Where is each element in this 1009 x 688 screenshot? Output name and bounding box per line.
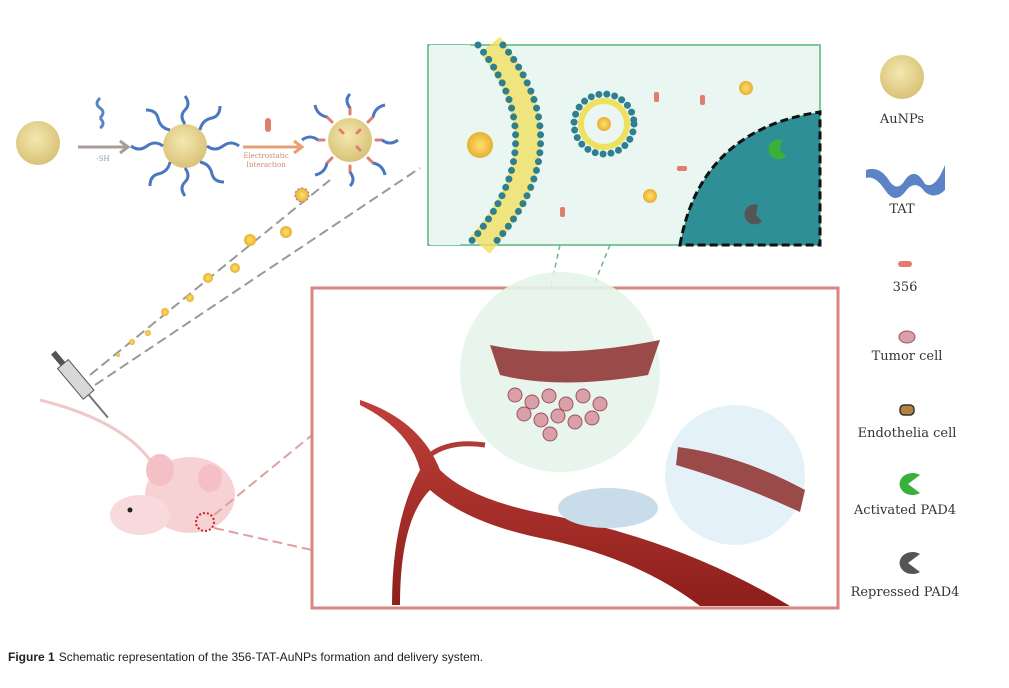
synthesis-scheme: -SH Electrostatic Interaction <box>16 92 399 197</box>
red-rod-icon <box>898 261 912 267</box>
gold-sphere-icon <box>880 55 924 99</box>
blood-vessel <box>360 400 790 606</box>
tumor-cell-icon <box>898 330 916 344</box>
legend: AuNPs TAT 356 Tumor cell Endothelia cell… <box>851 55 960 600</box>
nanoparticles-stream <box>116 187 310 357</box>
legend-item-repressed-pad4: Repressed PAD4 <box>851 551 960 600</box>
svg-text:AuNPs: AuNPs <box>879 112 924 127</box>
svg-text:TAT: TAT <box>889 202 915 217</box>
nucleus <box>678 110 822 247</box>
drug-tat-aunp <box>301 92 399 188</box>
tat-aunp <box>130 95 240 197</box>
step2-label-line1: Electrostatic <box>243 152 288 160</box>
tumor-vasculature-panel <box>310 272 840 610</box>
svg-text:Activated PAD4: Activated PAD4 <box>853 503 956 518</box>
caption-label: Figure 1 <box>8 650 55 664</box>
svg-text:Repressed PAD4: Repressed PAD4 <box>851 585 960 600</box>
aunp-icon <box>16 121 60 165</box>
caption-text: Schematic representation of the 356-TAT-… <box>58 650 484 664</box>
cellular-uptake-panel <box>427 36 822 254</box>
step1-label: -SH <box>96 155 109 163</box>
legend-item-aunps: AuNPs <box>879 55 924 127</box>
arrow-icon <box>78 139 131 155</box>
legend-item-endothelia-cell: Endothelia cell <box>858 404 957 441</box>
syringe-icon <box>50 350 109 419</box>
nanoparticle-entering <box>467 132 493 158</box>
legend-item-tumor-cell: Tumor cell <box>872 330 943 364</box>
endosome <box>570 90 638 158</box>
svg-text:Tumor cell: Tumor cell <box>872 349 943 364</box>
blue-wave-icon <box>866 165 945 199</box>
repressed-pad4 <box>744 204 762 225</box>
legend-item-356: 356 <box>893 261 918 295</box>
mouse-illustration <box>39 398 235 535</box>
zoom-lines <box>213 434 313 551</box>
tumor-site-marker <box>195 512 215 532</box>
step2-label-line2: Interaction <box>246 161 286 169</box>
tumor-mass <box>558 488 658 528</box>
activated-pad4 <box>768 139 786 160</box>
legend-item-tat: TAT <box>866 165 945 217</box>
endothelial-cell-icon <box>899 404 915 416</box>
svg-text:Endothelia cell: Endothelia cell <box>858 426 957 441</box>
gray-pacman-icon <box>899 551 920 574</box>
drug-356-icon <box>265 118 271 132</box>
arrow-icon <box>243 139 305 155</box>
tat-icon <box>95 96 105 130</box>
svg-text:356: 356 <box>893 280 918 295</box>
legend-item-activated-pad4: Activated PAD4 <box>853 473 956 518</box>
green-pacman-icon <box>899 473 920 496</box>
